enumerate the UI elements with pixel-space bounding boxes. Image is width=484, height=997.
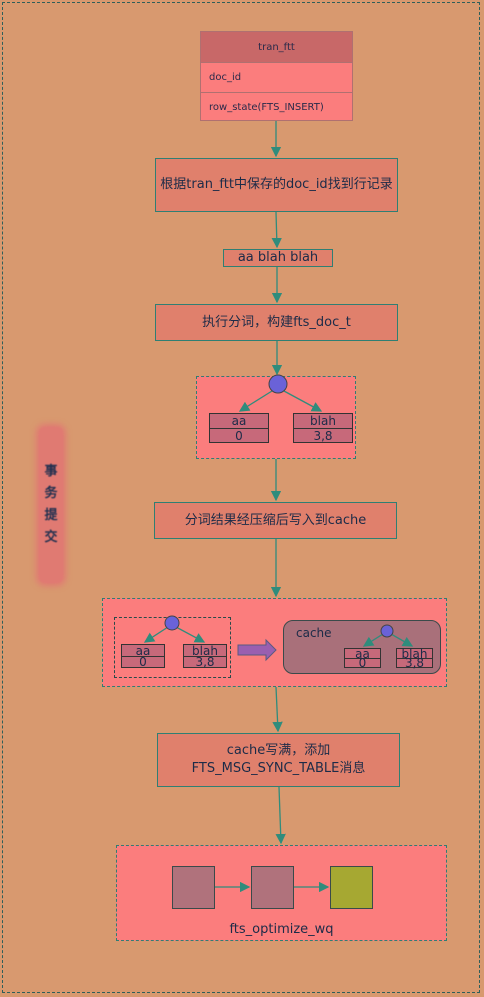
tree3-root-node: [380, 624, 394, 638]
tree3-leaf-blah-word: blah: [401, 646, 428, 661]
tree2-leaf-blah-pos: 3,8: [184, 656, 226, 668]
step-write-cache: 分词结果经压缩后写入到cache: [154, 502, 397, 539]
tree3-leaf-blah-pos: 3,8: [397, 657, 432, 669]
step-tokenize-text: 执行分词，构建fts_doc_t: [202, 314, 351, 330]
side-char-4: 交: [44, 530, 58, 545]
tree1-leaf-blah: blah 3,8: [293, 413, 353, 443]
cache-label: cache: [296, 626, 332, 640]
doc-text-box: aa blah blah: [223, 249, 333, 267]
tree3-leaf-blah: blah 3,8: [396, 646, 433, 669]
doc-text: aa blah blah: [237, 250, 319, 265]
tree2-edge-right: [175, 626, 206, 643]
table-row-doc-id: doc_id: [201, 62, 352, 92]
tree1-leaf-blah-word: blah: [310, 414, 336, 428]
queue-item-1: [172, 866, 215, 909]
tree2-leaf-aa-pos: 0: [122, 656, 164, 668]
tree3-edge-left: [362, 633, 384, 647]
tree3-edge-right: [390, 633, 414, 647]
step-find-row: 根据tran_ftt中保存的doc_id找到行记录: [155, 158, 398, 212]
tree2-edge-left: [143, 626, 169, 643]
tree2-leaf-aa: aa 0: [121, 644, 165, 668]
tree1-edge-right: [283, 390, 323, 412]
tree1-edge-left: [238, 390, 273, 412]
step-cache-full-line1: cache写满，添加: [226, 743, 331, 758]
tree2-leaf-blah-word: blah: [192, 643, 218, 658]
queue-item-3: [330, 866, 373, 909]
tree1-leaf-aa-word: aa: [231, 414, 247, 428]
tree2-root-node: [164, 615, 180, 631]
table-title-text: tran_ftt: [258, 41, 295, 53]
tree3-leaf-aa-pos: 0: [345, 657, 380, 669]
arrow-find-to-doc: [271, 211, 282, 249]
table-row-state: row_state(FTS_INSERT): [201, 92, 352, 121]
queue-label: fts_optimize_wq: [229, 922, 334, 937]
step-cache-full-line2: FTS_MSG_SYNC_TABLE消息: [191, 761, 366, 776]
arrow-full-to-queue: [275, 786, 286, 845]
tree2-leaf-aa-word: aa: [135, 643, 151, 658]
side-char-3: 提: [44, 508, 58, 523]
table-row-doc-id-text: doc_id: [209, 72, 242, 83]
step-cache-full: cache写满，添加 FTS_MSG_SYNC_TABLE消息: [157, 733, 400, 787]
tree1-leaf-aa-pos: 0: [210, 428, 268, 442]
side-char-2: 务: [44, 486, 58, 501]
step-tokenize: 执行分词，构建fts_doc_t: [155, 304, 398, 341]
tree1-root-node: [268, 374, 288, 394]
arrow-cacheflow-to-full: [272, 686, 283, 733]
tree3-leaf-aa-word: aa: [355, 646, 370, 661]
table-row-state-text: row_state(FTS_INSERT): [209, 101, 324, 113]
step-write-cache-text: 分词结果经压缩后写入到cache: [184, 512, 367, 528]
side-char-1: 事: [44, 464, 58, 479]
tree3-leaf-aa: aa 0: [344, 646, 381, 669]
step-find-row-text: 根据tran_ftt中保存的doc_id找到行记录: [160, 177, 393, 192]
tree1-leaf-blah-pos: 3,8: [294, 428, 352, 442]
transaction-commit-label: 事 务 提 交: [39, 427, 63, 583]
tree2-leaf-blah: blah 3,8: [183, 644, 227, 668]
tree1-leaf-aa: aa 0: [209, 413, 269, 443]
compress-arrow-icon: [237, 638, 277, 662]
table-tran-ftt: tran_ftt doc_id row_state(FTS_INSERT): [200, 31, 353, 121]
table-title: tran_ftt: [201, 32, 352, 62]
queue-item-2: [251, 866, 294, 909]
